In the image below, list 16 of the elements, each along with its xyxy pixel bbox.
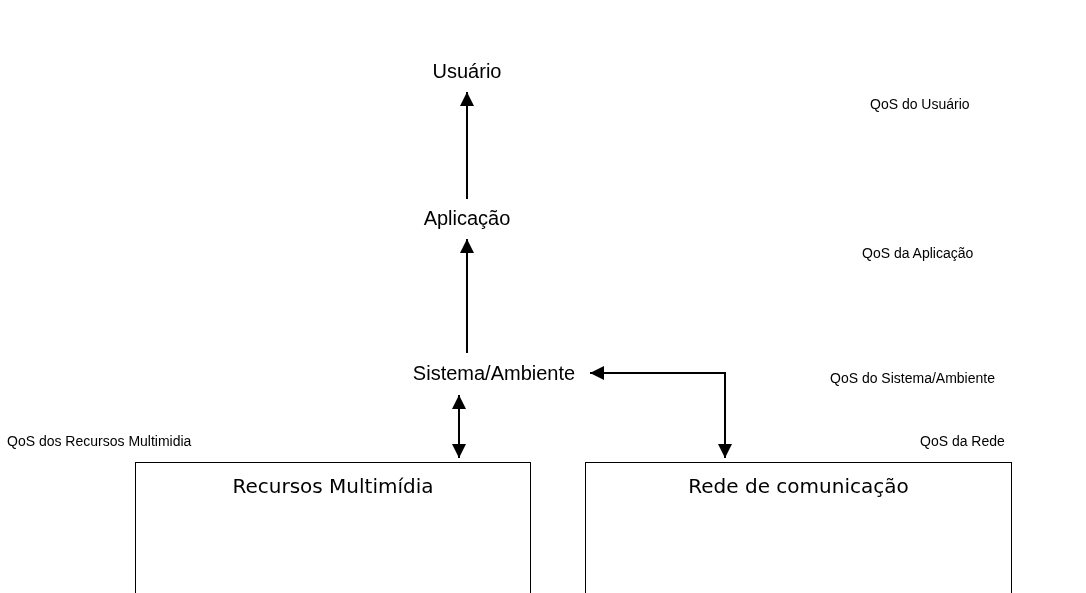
arrow xyxy=(589,366,732,459)
qos-label: QoS dos Recursos Multimidia xyxy=(7,432,192,451)
layer-label: Recursos Multimídia xyxy=(232,473,434,500)
component-box xyxy=(585,462,1012,593)
qos-label: QoS da Rede xyxy=(920,432,1005,451)
layer-label: Aplicação xyxy=(423,206,511,231)
qos-label: QoS do Sistema/Ambiente xyxy=(830,369,995,388)
arrow xyxy=(452,394,466,459)
arrow xyxy=(460,91,474,200)
qos-label: QoS da Aplicação xyxy=(862,244,974,263)
arrow xyxy=(460,238,474,354)
qos-label: QoS do Usuário xyxy=(870,95,970,114)
component-box xyxy=(135,462,531,593)
layer-label: Sistema/Ambiente xyxy=(412,361,576,386)
layer-label: Rede de comunicação xyxy=(688,473,909,500)
layer-label: Usuário xyxy=(432,59,502,84)
